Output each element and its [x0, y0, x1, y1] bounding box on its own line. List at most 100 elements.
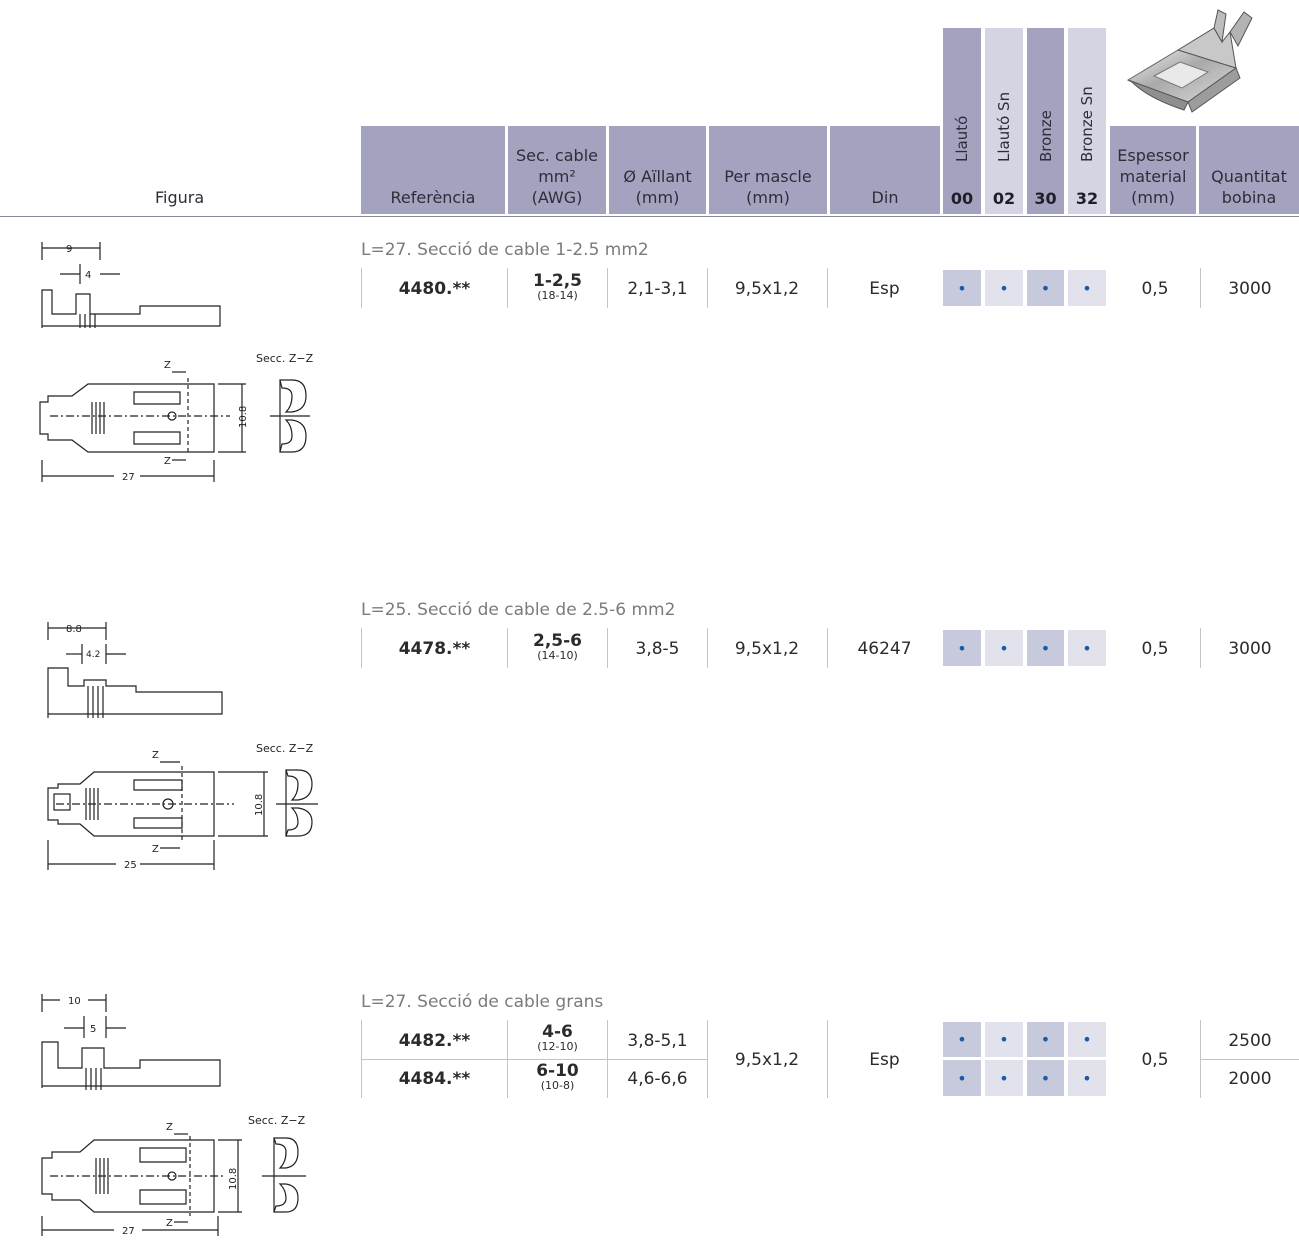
header-material-00-code: 00: [950, 189, 974, 208]
s3-dot-00-r2: •: [943, 1060, 981, 1096]
header-din-label: Din: [871, 188, 899, 207]
s3-secc: Secc. Z−Z: [248, 1114, 306, 1127]
header-material-32-label: Bronze Sn: [1078, 86, 1096, 162]
s1-width: 10.8: [238, 406, 249, 428]
s1-dot-32: •: [1068, 270, 1106, 306]
s2-drawing: 8.8 4.2 Secc. Z−Z Z Z 10.8 25: [47, 622, 318, 871]
header-figura: Figura: [155, 188, 205, 207]
header-material-02-label: Llautó Sn: [995, 91, 1013, 162]
sep: [707, 268, 708, 308]
header-referencia-label: Referència: [390, 188, 476, 207]
s3-sec-2: 6-10 (10-8): [507, 1061, 608, 1092]
s3-z-top: Z: [166, 1122, 173, 1133]
header-espessor-l2: material: [1119, 167, 1187, 186]
s3-sec-value-2: 6-10: [536, 1061, 579, 1081]
s3-dim-inner: 5: [90, 1024, 96, 1035]
header-sec-cable-l1: Sec. cable: [515, 146, 598, 165]
s3-dim-top: 10: [68, 996, 81, 1007]
header-espessor: Espessor material (mm): [1110, 126, 1196, 214]
s1-length: 27: [122, 472, 135, 483]
s2-per-mascle: 9,5x1,2: [734, 639, 800, 659]
header-sec-cable-l3: (AWG): [531, 188, 583, 207]
header-material-02-code: 02: [992, 189, 1016, 208]
section-1-title: L=27. Secció de cable 1-2.5 mm2: [361, 240, 649, 260]
s3-ref-1: 4482.**: [398, 1031, 471, 1051]
header-din: Din: [830, 126, 940, 214]
sep: [707, 1020, 708, 1098]
section-3-title: L=27. Secció de cable grans: [361, 992, 604, 1012]
s3-sec-value-1: 4-6: [542, 1022, 573, 1042]
s2-sec-value: 2,5-6: [533, 631, 582, 651]
s3-ref-2: 4484.**: [398, 1069, 471, 1089]
s1-per-mascle: 9,5x1,2: [734, 279, 800, 299]
s2-z-bottom: Z: [152, 844, 159, 855]
s2-aillant: 3,8-5: [635, 639, 680, 659]
s1-quantitat: 3000: [1228, 279, 1272, 299]
header-material-30: Bronze 30: [1027, 28, 1064, 214]
header-quantitat-l2: bobina: [1221, 188, 1277, 207]
header-divider: [0, 216, 1299, 217]
s1-z-top: Z: [164, 360, 171, 371]
header-material-32-code: 32: [1075, 189, 1099, 208]
sep: [507, 628, 508, 668]
s3-width: 10.8: [228, 1168, 239, 1190]
header-quantitat: Quantitat bobina: [1199, 126, 1299, 214]
header-sec-cable-l2: mm²: [538, 167, 576, 186]
s2-z-top: Z: [152, 750, 159, 761]
header-aillant-l2: (mm): [635, 188, 680, 207]
sep: [1200, 1020, 1201, 1098]
s2-length: 25: [124, 860, 137, 871]
header-referencia: Referència: [361, 126, 505, 214]
s3-awg-value-1: (12-10): [537, 1040, 578, 1053]
s3-aillant-2: 4,6-6,6: [627, 1069, 688, 1089]
s1-sec: 1-2,5 (18-14): [507, 273, 608, 302]
header-material-30-label: Bronze: [1036, 110, 1055, 162]
sep: [827, 268, 828, 308]
s3-dot-32-r1: •: [1068, 1022, 1106, 1057]
s3-dot-30-r2: •: [1027, 1060, 1064, 1096]
sep: [707, 628, 708, 668]
s1-secc: Secc. Z−Z: [256, 352, 314, 365]
s1-awg-value: (18-14): [537, 289, 578, 302]
s3-sec-1: 4-6 (12-10): [507, 1022, 608, 1053]
header-per-mascle-l1: Per mascle: [724, 167, 812, 186]
header-espessor-l1: Espessor: [1117, 146, 1189, 165]
s2-ref: 4478.**: [398, 639, 471, 659]
s2-din: 46247: [857, 639, 912, 659]
s2-dim-inner: 4.2: [86, 650, 100, 660]
s3-drawing: 10 5 Secc. Z−Z Z Z 10.8 27: [41, 994, 306, 1237]
s3-dot-02-r1: •: [985, 1022, 1023, 1057]
sep: [507, 268, 508, 308]
s1-espessor: 0,5: [1141, 279, 1169, 299]
s3-espessor: 0,5: [1141, 1050, 1169, 1070]
header-aillant: Ø Aïllant (mm): [609, 126, 706, 214]
s1-aillant: 2,1-3,1: [627, 279, 688, 299]
header-material-32: Bronze Sn 32: [1068, 28, 1106, 214]
s2-dot-00: •: [943, 630, 981, 666]
s3-quantitat-1: 2500: [1228, 1031, 1272, 1051]
s2-dot-32: •: [1068, 630, 1106, 666]
row-divider: [361, 1059, 707, 1060]
sep: [827, 1020, 828, 1098]
s3-dot-02-r2: •: [985, 1060, 1023, 1096]
section-2-title: L=25. Secció de cable de 2.5-6 mm2: [361, 600, 676, 620]
sep: [1200, 628, 1201, 668]
header-per-mascle: Per mascle (mm): [709, 126, 827, 214]
s2-quantitat: 3000: [1228, 639, 1272, 659]
row-divider: [1201, 1059, 1299, 1060]
s2-secc: Secc. Z−Z: [256, 742, 314, 755]
s1-dot-00: •: [943, 270, 981, 306]
header-espessor-l3: (mm): [1131, 188, 1175, 207]
s3-quantitat-2: 2000: [1228, 1069, 1272, 1089]
s1-drawing: 9 4 Secc. Z−Z Z Z 10.8 27: [39, 242, 314, 483]
s2-dot-02: •: [985, 630, 1023, 666]
sep: [607, 628, 608, 668]
s1-ref: 4480.**: [398, 279, 471, 299]
s2-dot-30: •: [1027, 630, 1064, 666]
header-material-02: Llautó Sn 02: [985, 28, 1023, 214]
terminal-product-image: [1126, 9, 1253, 113]
s1-dim-inner: 4: [85, 270, 91, 281]
header-material-00-label: Llautó: [953, 115, 971, 162]
header-sec-cable: Sec. cable mm² (AWG): [508, 126, 606, 214]
s3-length: 27: [122, 1226, 135, 1237]
